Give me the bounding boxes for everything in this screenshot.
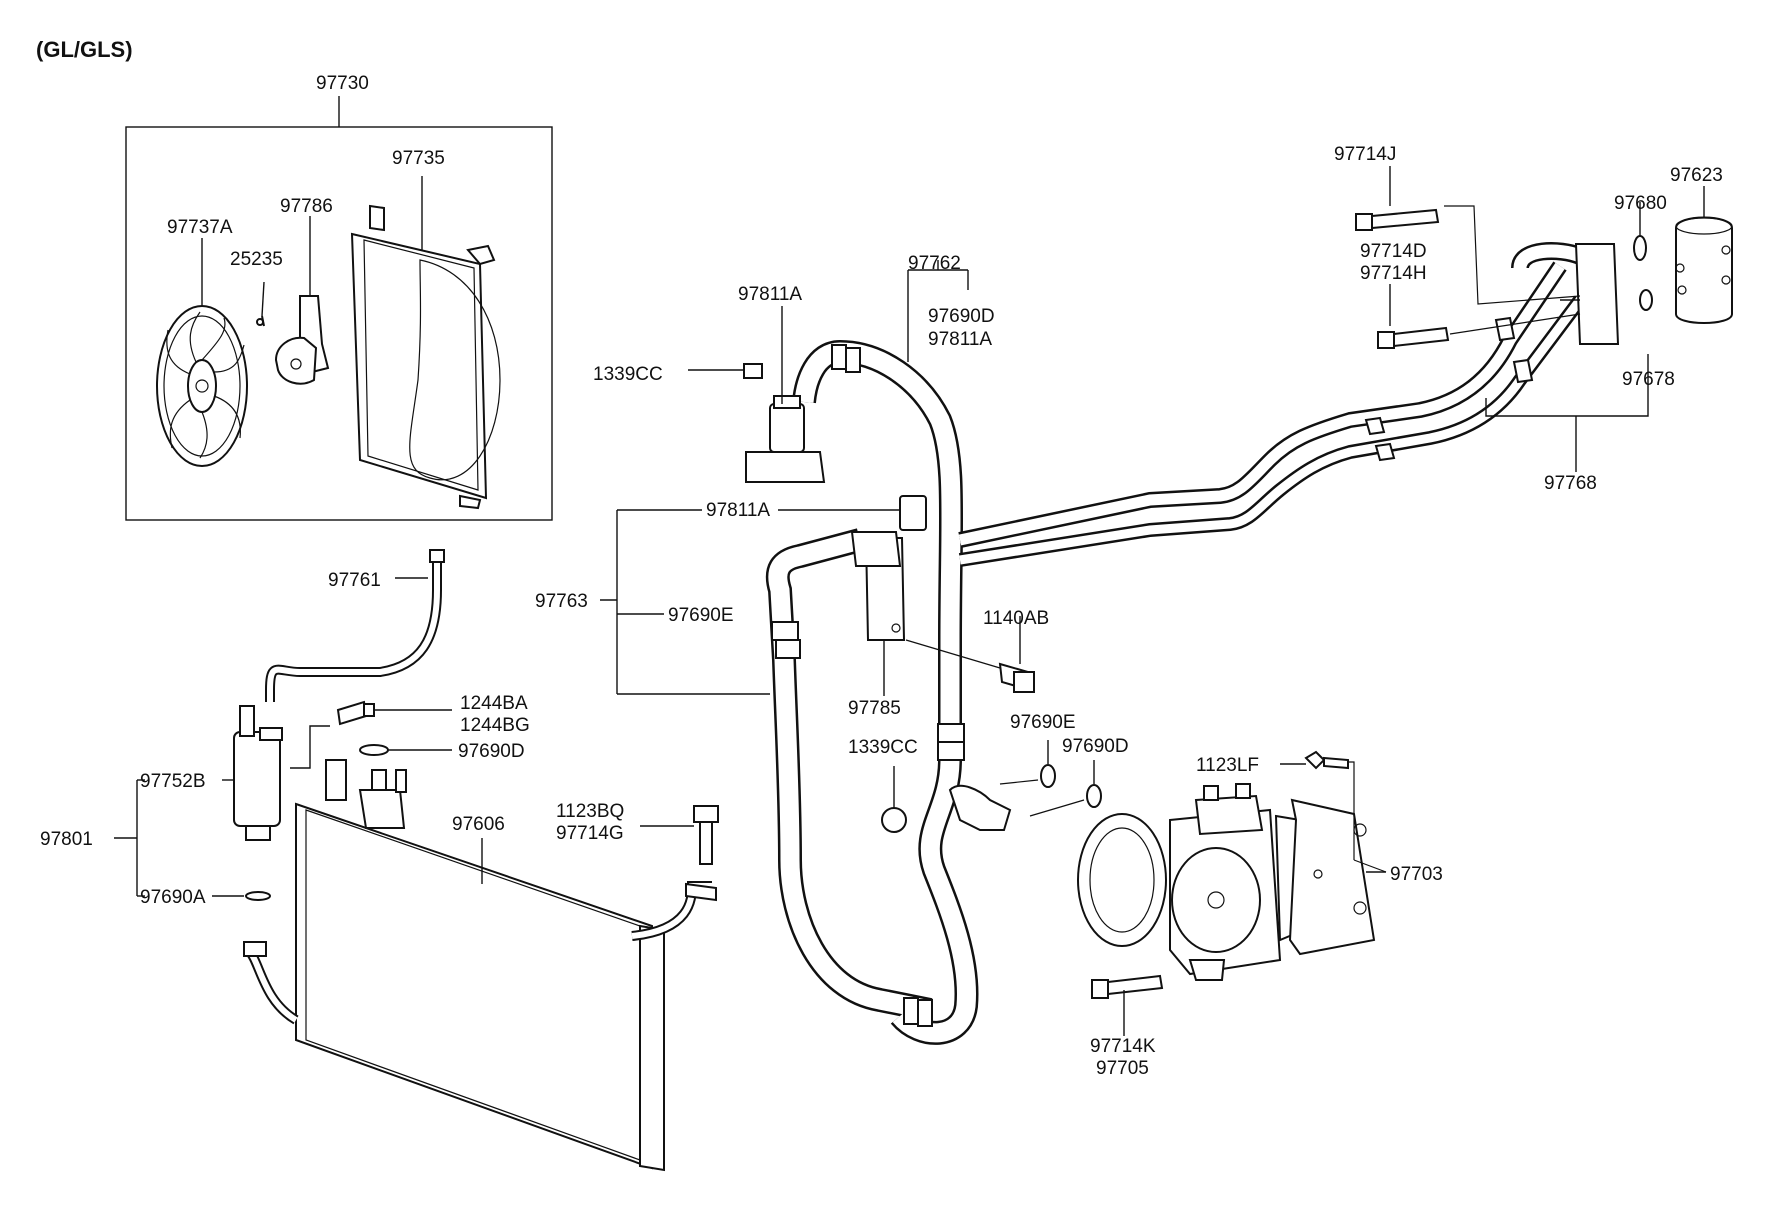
label-97752B: 97752B	[140, 771, 206, 792]
o-ring-97690D-left	[359, 744, 389, 756]
label-97714J: 97714J	[1334, 144, 1396, 165]
label-1339CC-top: 1339CC	[593, 364, 663, 385]
o-ring-97690E-right	[1040, 764, 1056, 788]
o-ring-97690A	[245, 891, 271, 901]
compressor-97703	[1077, 783, 1306, 981]
bolt-97714J-part	[1355, 166, 1581, 305]
label-97714G: 97714G	[556, 823, 624, 844]
label-97714D: 97714D	[1360, 241, 1427, 262]
expansion-valve-97623	[1675, 186, 1733, 324]
label-97735: 97735	[392, 148, 445, 169]
bolt-97714K-part	[1091, 974, 1164, 1036]
bolt-1123LF-part	[1280, 750, 1355, 860]
fan-shroud-part	[350, 176, 501, 510]
label-97690D-right: 97690D	[1062, 736, 1129, 757]
fan-shroud-assembly	[125, 96, 553, 521]
pressure-switch-97811A	[745, 306, 826, 483]
o-ring-97680	[1633, 235, 1647, 261]
label-1244BG: 1244BG	[460, 715, 530, 736]
label-97761: 97761	[328, 570, 381, 591]
label-97690E-left: 97690E	[668, 605, 734, 626]
label-97690D-left: 97690D	[458, 741, 525, 762]
receiver-drier-97752B	[222, 705, 330, 841]
bolt-1140AB-part	[905, 616, 1035, 693]
bolt-97714D-part	[1377, 284, 1581, 349]
label-1123LF: 1123LF	[1196, 755, 1259, 776]
leader-lines	[600, 260, 1577, 873]
label-97801: 97801	[40, 829, 93, 850]
label-97737A: 97737A	[167, 217, 233, 238]
label-97705: 97705	[1096, 1058, 1149, 1079]
leader-oring-a	[999, 779, 1039, 785]
label-97678: 97678	[1622, 369, 1675, 390]
label-1123BQ: 1123BQ	[556, 801, 624, 822]
label-1140AB: 1140AB	[983, 608, 1049, 629]
part-labels: 97730 97735 97737A 97786 25235 97762 976…	[40, 73, 1723, 1079]
label-97690A: 97690A	[140, 887, 206, 908]
label-97703: 97703	[1390, 864, 1443, 885]
label-97786: 97786	[280, 196, 333, 217]
suction-discharge-lines	[958, 261, 1586, 567]
fan-motor-part	[274, 216, 330, 385]
label-97623: 97623	[1670, 165, 1723, 186]
label-97762: 97762	[908, 253, 961, 274]
leader-oring-b	[1029, 799, 1085, 817]
label-97768: 97768	[1544, 473, 1597, 494]
compressor-fitting	[948, 784, 1012, 831]
label-97714K: 97714K	[1090, 1036, 1156, 1057]
screw-25235-part	[256, 281, 265, 327]
nut-1339CC-bottom	[881, 766, 907, 833]
label-97690D-top: 97690D	[928, 306, 995, 327]
label-97730: 97730	[316, 73, 369, 94]
expansion-block-97768	[1485, 242, 1649, 417]
label-97714H: 97714H	[1360, 263, 1427, 284]
block-97785	[778, 495, 927, 696]
label-25235: 25235	[230, 249, 283, 270]
label-97680: 97680	[1614, 193, 1667, 214]
label-1244BA: 1244BA	[460, 693, 528, 714]
nut-1339CC-top	[688, 363, 763, 379]
hose-97762	[792, 339, 979, 1045]
label-97811A-left: 97811A	[738, 284, 802, 305]
o-ring-97690D-right	[1086, 784, 1102, 808]
compressor-bracket-97703	[1288, 798, 1386, 956]
label-97690E-right: 97690E	[1010, 712, 1076, 733]
label-97785: 97785	[848, 698, 901, 719]
hose-97763	[765, 528, 933, 1022]
bolt-1123BQ-part	[640, 805, 719, 865]
bolt-1244BA-part	[336, 700, 452, 726]
variant-label: (GL/GLS)	[36, 37, 133, 62]
label-97811A-mid: 97811A	[706, 500, 770, 521]
condenser-97606	[243, 759, 717, 1172]
pressure-line-97761	[265, 549, 445, 702]
cooling-fan-part	[156, 305, 248, 467]
label-97606: 97606	[452, 814, 505, 835]
label-97763: 97763	[535, 591, 588, 612]
label-97811A-top: 97811A	[928, 329, 992, 350]
o-ring-97678	[1639, 289, 1653, 311]
label-1339CC-bottom: 1339CC	[848, 737, 918, 758]
